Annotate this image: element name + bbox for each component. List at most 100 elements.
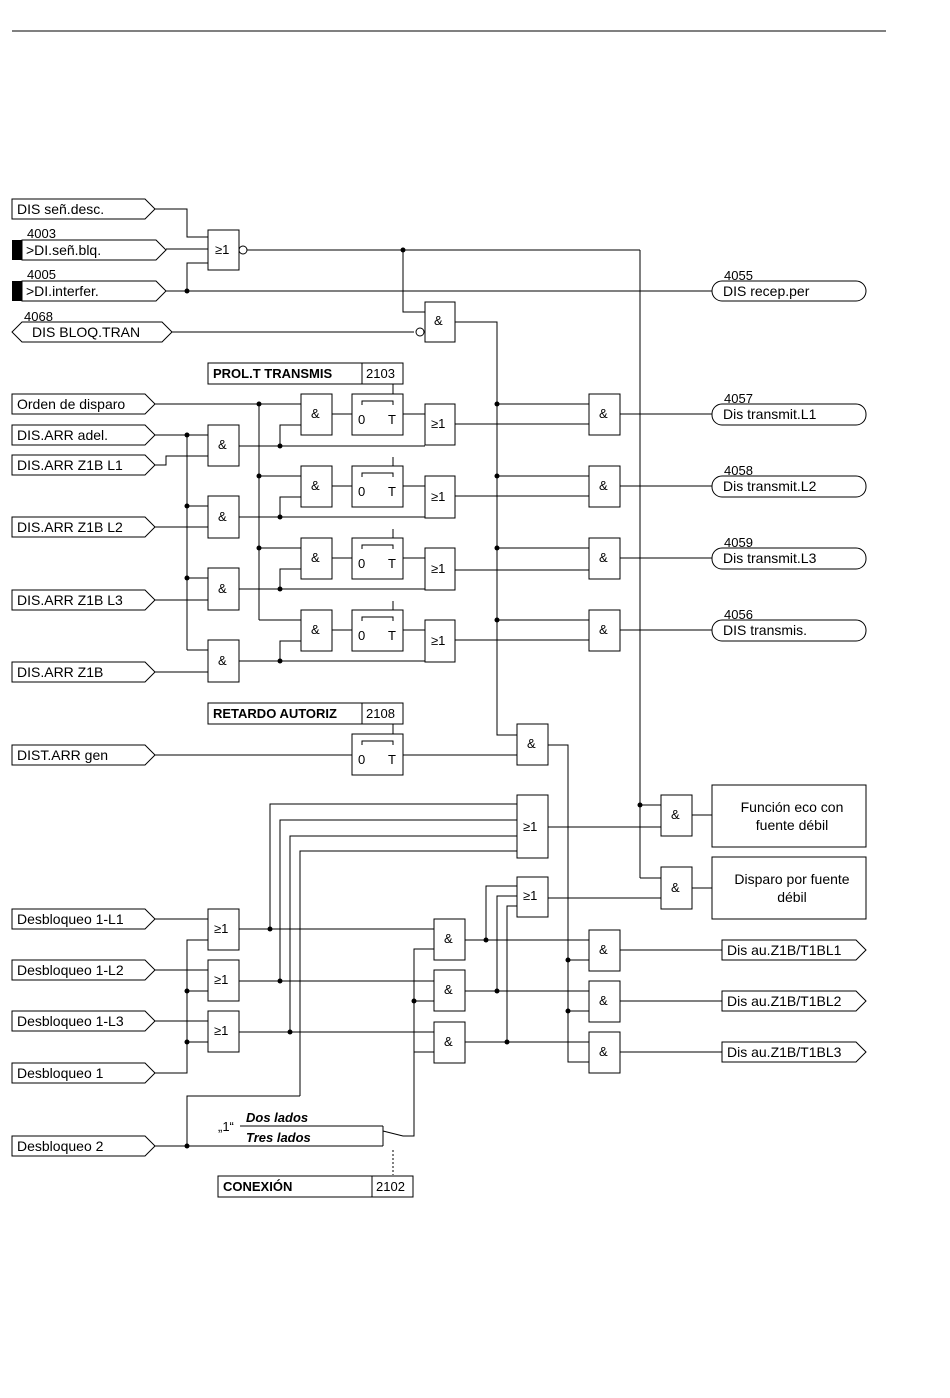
input-dis-arr-z1b-l2: DIS.ARR Z1B L2 bbox=[11, 516, 156, 538]
svg-text:T: T bbox=[388, 484, 396, 499]
output-recep-per: 4055 DIS recep.per bbox=[711, 268, 867, 302]
and-gate-au-l3: & bbox=[588, 1031, 621, 1074]
svg-text:&: & bbox=[218, 653, 227, 668]
svg-text:4056: 4056 bbox=[724, 607, 753, 622]
output-disparo-fuente: Disparo por fuente débil bbox=[711, 856, 867, 920]
svg-text:&: & bbox=[599, 478, 608, 493]
and-gate-prol-all: & bbox=[300, 609, 333, 652]
inverter-bubble bbox=[415, 327, 425, 337]
timer-prol-l1: 0 T bbox=[351, 393, 404, 436]
and-gate-au-l1: & bbox=[588, 929, 621, 972]
and-gate-disparo: & bbox=[660, 866, 693, 910]
input-desbloqueo-1-l3: Desbloqueo 1-L3 bbox=[11, 1010, 156, 1032]
input-desbloqueo-1-l1: Desbloqueo 1-L1 bbox=[11, 908, 156, 930]
svg-text:Desbloqueo 1: Desbloqueo 1 bbox=[17, 1065, 104, 1081]
svg-text:Orden de disparo: Orden de disparo bbox=[17, 396, 125, 412]
or-gate-feedback: ≥1 bbox=[516, 876, 549, 918]
input-dis-arr-z1b-l3: DIS.ARR Z1B L3 bbox=[11, 589, 156, 611]
svg-text:Dis au.Z1B/T1BL3: Dis au.Z1B/T1BL3 bbox=[727, 1044, 842, 1060]
svg-text:4068: 4068 bbox=[24, 309, 53, 324]
svg-text:&: & bbox=[599, 550, 608, 565]
svg-text:fuente débil: fuente débil bbox=[756, 817, 828, 833]
svg-text:&: & bbox=[444, 982, 453, 997]
and-gate-eco: & bbox=[660, 794, 693, 837]
or-gate-desb-l2: ≥1 bbox=[207, 959, 240, 1002]
svg-text:&: & bbox=[599, 993, 608, 1008]
input-di-sen-blq: 4003 >DI.señ.blq. bbox=[12, 226, 167, 261]
or-gate-l3: ≥1 bbox=[424, 547, 456, 591]
svg-text:≥1: ≥1 bbox=[523, 888, 537, 903]
and-gate-transmit-l3: & bbox=[588, 537, 621, 580]
svg-text:Desbloqueo 1-L1: Desbloqueo 1-L1 bbox=[17, 911, 124, 927]
input-dis-arr-adel: DIS.ARR adel. bbox=[11, 424, 156, 446]
and-gate-prol-l2: & bbox=[300, 465, 333, 508]
svg-text:DIST.ARR gen: DIST.ARR gen bbox=[17, 747, 108, 763]
input-di-interfer: 4005 >DI.interfer. bbox=[12, 267, 167, 302]
svg-text:&: & bbox=[671, 807, 680, 822]
parameters: PROL.T TRANSMIS 2103 RETARDO AUTORIZ 210… bbox=[207, 362, 414, 1198]
svg-text:≥1: ≥1 bbox=[214, 921, 228, 936]
output-transmit-l3: 4059 Dis transmit.L3 bbox=[711, 535, 867, 570]
output-au-l3: Dis au.Z1B/T1BL3 bbox=[721, 1041, 867, 1063]
svg-text:4059: 4059 bbox=[724, 535, 753, 550]
and-gate-transmit-all: & bbox=[588, 609, 621, 652]
param-prol-transmis: PROL.T TRANSMIS 2103 bbox=[207, 362, 404, 385]
and-gate-gen: & bbox=[516, 723, 549, 766]
input-tags: DIS señ.desc. 4003 >DI.señ.blq. 4005 >DI… bbox=[11, 198, 173, 1157]
svg-text:0: 0 bbox=[358, 628, 365, 643]
svg-text:T: T bbox=[388, 752, 396, 767]
svg-text:&: & bbox=[527, 736, 536, 751]
or-gate-unblock-any: ≥1 bbox=[516, 794, 549, 859]
svg-text:Función eco con: Función eco con bbox=[741, 799, 844, 815]
svg-text:2108: 2108 bbox=[366, 706, 395, 721]
and-gate-z1b-l1: & bbox=[207, 424, 240, 467]
svg-text:Desbloqueo 2: Desbloqueo 2 bbox=[17, 1138, 104, 1154]
svg-text:&: & bbox=[218, 509, 227, 524]
timer-prol-all: 0 T bbox=[351, 609, 404, 652]
input-dis-arr-z1b-l1: DIS.ARR Z1B L1 bbox=[11, 454, 156, 476]
and-gate-au-l2: & bbox=[588, 980, 621, 1023]
svg-text:DIS.ARR Z1B L2: DIS.ARR Z1B L2 bbox=[17, 519, 123, 535]
svg-text:Desbloqueo 1-L3: Desbloqueo 1-L3 bbox=[17, 1013, 124, 1029]
svg-text:RETARDO AUTORIZ: RETARDO AUTORIZ bbox=[213, 706, 337, 721]
svg-text:≥1: ≥1 bbox=[431, 489, 445, 504]
svg-text:&: & bbox=[444, 931, 453, 946]
svg-text:T: T bbox=[388, 556, 396, 571]
and-gate-block: & bbox=[415, 301, 456, 343]
svg-text:&: & bbox=[311, 622, 320, 637]
and-gate-prol-l3: & bbox=[300, 537, 333, 580]
svg-text:débil: débil bbox=[777, 889, 807, 905]
svg-text:PROL.T TRANSMIS: PROL.T TRANSMIS bbox=[213, 366, 332, 381]
svg-text:0: 0 bbox=[358, 556, 365, 571]
wires bbox=[155, 208, 722, 1175]
input-dis-sen-desc: DIS señ.desc. bbox=[11, 198, 156, 220]
and-gate-z1b: & bbox=[207, 639, 240, 683]
and-gate-unblock-l1: & bbox=[433, 918, 466, 961]
svg-text:DIS.ARR Z1B L3: DIS.ARR Z1B L3 bbox=[17, 592, 123, 608]
output-eco: Función eco con fuente débil bbox=[711, 784, 867, 848]
svg-text:≥1: ≥1 bbox=[431, 561, 445, 576]
gates: ≥1 & & & & & & & & & 0 T 0 T bbox=[207, 229, 693, 1074]
svg-text:Dis transmit.L3: Dis transmit.L3 bbox=[723, 550, 817, 566]
and-gate-z1b-l2: & bbox=[207, 495, 240, 539]
svg-text:T: T bbox=[388, 628, 396, 643]
svg-text:Disparo por fuente: Disparo por fuente bbox=[734, 871, 849, 887]
svg-text:DIS recep.per: DIS recep.per bbox=[723, 283, 810, 299]
input-dis-arr-z1b: DIS.ARR Z1B bbox=[11, 661, 156, 683]
svg-text:Desbloqueo 1-L2: Desbloqueo 1-L2 bbox=[17, 962, 124, 978]
outputs: 4055 DIS recep.per 4057 Dis transmit.L1 … bbox=[711, 268, 867, 1063]
output-transmit-l1: 4057 Dis transmit.L1 bbox=[711, 391, 867, 426]
svg-text:DIS.ARR Z1B L1: DIS.ARR Z1B L1 bbox=[17, 457, 123, 473]
input-desbloqueo-1-l2: Desbloqueo 1-L2 bbox=[11, 959, 156, 981]
param-conexion: CONEXIÓN 2102 bbox=[217, 1175, 414, 1198]
svg-text:4005: 4005 bbox=[27, 267, 56, 282]
junctions bbox=[184, 247, 643, 1149]
svg-text:0: 0 bbox=[358, 484, 365, 499]
svg-text:≥1: ≥1 bbox=[523, 819, 537, 834]
svg-text:DIS transmis.: DIS transmis. bbox=[723, 622, 807, 638]
and-gate-z1b-l3: & bbox=[207, 567, 240, 611]
timer-prol-l2: 0 T bbox=[351, 465, 404, 508]
svg-text:DIS.ARR Z1B: DIS.ARR Z1B bbox=[17, 664, 103, 680]
input-dis-bloq-tran: 4068 DIS BLOQ.TRAN bbox=[11, 309, 173, 343]
